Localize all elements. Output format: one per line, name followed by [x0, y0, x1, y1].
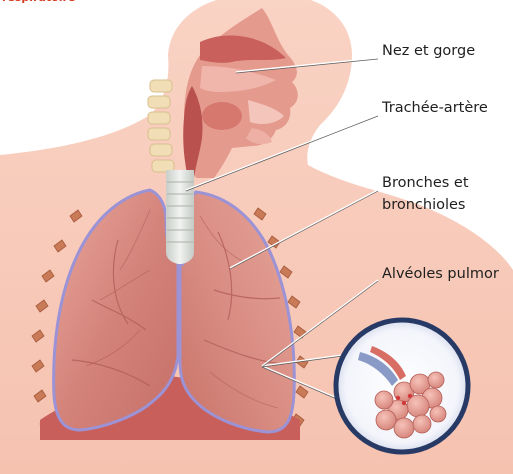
label-bronchi-line2: bronchioles: [382, 194, 469, 216]
label-bronchi-line1: Bronches et: [382, 172, 469, 194]
label-nose-throat: Nez et gorge: [382, 40, 475, 62]
trachea: [166, 170, 194, 264]
label-trachea-text: Trachée-artère: [382, 97, 488, 119]
label-trachea: Trachée-artère: [382, 97, 488, 119]
label-nose-throat-text: Nez et gorge: [382, 40, 475, 62]
title-fragment: respiratoire: [2, 0, 75, 4]
label-bronchi: Bronches et bronchioles: [382, 172, 469, 216]
label-alveoli: Alvéoles pulmor: [382, 263, 499, 285]
label-alveoli-text: Alvéoles pulmor: [382, 263, 499, 285]
alveoli-magnifier: [336, 320, 468, 452]
